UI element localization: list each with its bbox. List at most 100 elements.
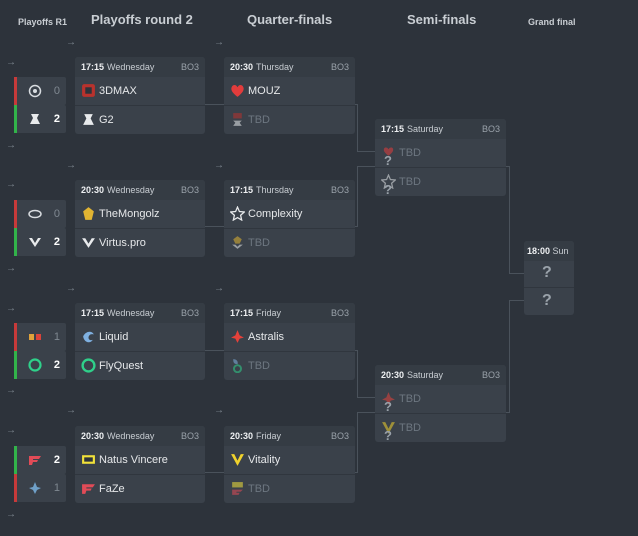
match-time: 20:30 <box>381 370 405 380</box>
r1-match-2-loser-row[interactable]: 0 <box>14 200 66 228</box>
arrow-icon: → <box>66 405 76 416</box>
header-semi-finals: Semi-finals <box>407 12 477 27</box>
match-day: Friday <box>256 431 282 441</box>
match-format: BO3 <box>330 308 349 318</box>
virtus-pro-logo-icon <box>82 238 95 248</box>
score: 2 <box>53 236 60 248</box>
team-name[interactable]: TBD <box>248 360 270 372</box>
question-mark: ? <box>384 153 392 168</box>
r1-match-3-loser-row[interactable]: 1 <box>14 323 66 351</box>
match-time: 17:15 <box>81 308 105 318</box>
match-day: Wednesday <box>107 308 155 318</box>
arrow-icon: → <box>214 37 224 48</box>
header-playoffs-r1: Playoffs R1 <box>18 17 68 27</box>
team-name[interactable]: Vitality <box>248 454 281 466</box>
score: 0 <box>53 85 60 97</box>
virtus-pro-logo-icon <box>29 238 41 247</box>
team-name[interactable]: TBD <box>248 237 270 249</box>
score: 2 <box>53 113 60 125</box>
natus-vincere-logo-icon <box>82 455 95 464</box>
r1-match-3-winner-row[interactable]: 2 <box>14 351 66 379</box>
arrow-icon: → <box>6 140 16 151</box>
r1-match-1-winner-row[interactable]: 2 <box>14 105 66 133</box>
grand-final-team-1[interactable]: ? <box>524 261 574 287</box>
question-mark: ? <box>542 292 552 309</box>
faze-logo-icon <box>29 456 41 465</box>
team-name[interactable]: FaZe <box>99 483 125 495</box>
match-time: 17:15 <box>381 124 405 134</box>
complexity-logo-icon <box>230 206 245 221</box>
header-quarter-finals: Quarter-finals <box>247 12 333 27</box>
vitality-logo-icon <box>231 454 244 466</box>
tbd-logo-icon <box>381 174 396 189</box>
team-name[interactable]: Liquid <box>99 331 129 343</box>
team-name[interactable]: Complexity <box>248 208 303 220</box>
team-name[interactable]: MOUZ <box>248 85 281 97</box>
match-time: 18:00 <box>527 246 551 256</box>
r1-match-2-winner-row[interactable]: 2 <box>14 228 66 256</box>
question-mark: ? <box>384 428 392 443</box>
arrow-icon: → <box>6 509 16 520</box>
match-time: 20:30 <box>230 431 254 441</box>
match-time: 20:30 <box>230 62 254 72</box>
team-name[interactable]: TBD <box>399 393 421 405</box>
faze-logo-icon <box>82 484 95 494</box>
arrow-icon: → <box>6 425 16 436</box>
match-day: Thursday <box>256 62 294 72</box>
team-name[interactable]: 3DMAX <box>99 85 137 97</box>
match-time: 20:30 <box>81 431 105 441</box>
grand-final-match[interactable]: 18:00 Sun ? ? <box>524 241 574 315</box>
tbd-logo-icon <box>233 113 242 126</box>
score: 1 <box>53 331 60 343</box>
score: 2 <box>53 454 60 466</box>
question-mark: ? <box>384 399 392 414</box>
match-time: 17:15 <box>81 62 105 72</box>
match-day: Sun <box>552 246 569 256</box>
team-name[interactable]: TBD <box>399 422 421 434</box>
arrow-icon: → <box>6 179 16 190</box>
match-format: BO3 <box>481 124 500 134</box>
score: 0 <box>53 208 60 220</box>
team-name[interactable]: Natus Vincere <box>99 454 168 466</box>
r1-match-1-loser-row[interactable]: 0 <box>14 77 66 105</box>
match-format: BO3 <box>180 431 199 441</box>
match-day: Saturday <box>407 370 444 380</box>
team-name[interactable]: TBD <box>248 114 270 126</box>
score: 1 <box>53 482 60 494</box>
match-format: BO3 <box>180 185 199 195</box>
match-format: BO3 <box>330 62 349 72</box>
team-name[interactable]: TBD <box>399 176 421 188</box>
mouz-logo-icon <box>231 85 244 97</box>
team-name[interactable]: TBD <box>399 147 421 159</box>
team-name[interactable]: G2 <box>99 114 114 126</box>
arrow-icon: → <box>6 263 16 274</box>
team-name[interactable]: Astralis <box>248 331 285 343</box>
match-time: 17:15 <box>230 185 254 195</box>
team-name[interactable]: TBD <box>248 483 270 495</box>
r1-match-4-loser-row[interactable]: 1 <box>14 474 66 502</box>
team-name[interactable]: Virtus.pro <box>99 237 146 249</box>
tbd-logo-icon <box>382 422 395 434</box>
r1-match-4-winner-row[interactable]: 2 <box>14 446 66 474</box>
arrow-icon: → <box>6 385 16 396</box>
team-name[interactable]: FlyQuest <box>99 360 144 372</box>
match-day: Saturday <box>407 124 444 134</box>
tbd-logo-icon <box>232 482 243 495</box>
grand-final-team-2[interactable]: ? <box>524 288 574 315</box>
liquid-logo-icon <box>83 331 94 343</box>
arrow-icon: → <box>66 37 76 48</box>
tbd-logo-icon <box>232 236 243 249</box>
team-name[interactable]: TheMongolz <box>99 208 160 220</box>
tbd-logo-icon <box>383 147 394 156</box>
team-logo-icon <box>29 482 41 494</box>
